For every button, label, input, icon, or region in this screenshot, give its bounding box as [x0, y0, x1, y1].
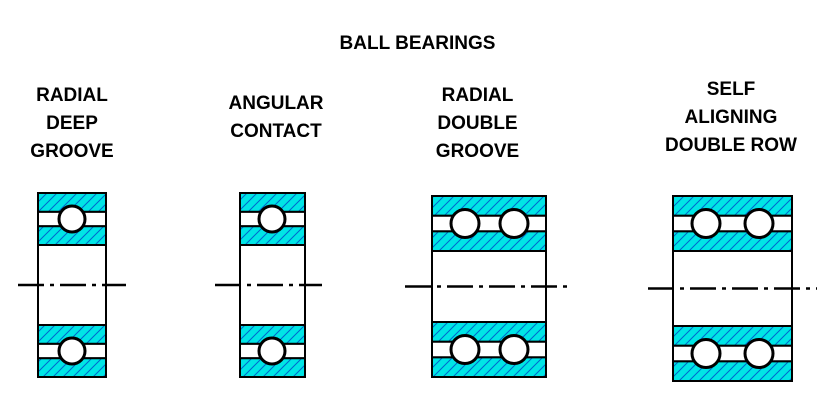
bearing-3-bottom-ring-ball-1: [449, 334, 481, 365]
bearing-3-bottom-ring-frame: [431, 321, 547, 378]
bearing-4-top-ring-race-lower-outline: [672, 230, 793, 252]
bearing-4-bottom-ring-ball-2: [743, 338, 775, 369]
bearing-2-top-ring-ball-1: [257, 204, 287, 234]
label-angular-contact: ANGULAR CONTACT: [228, 93, 324, 142]
label-self-aligning-double-row: SELF ALIGNING DOUBLE ROW: [665, 79, 797, 156]
label-radial-double-groove: RADIAL DOUBLE GROOVE: [435, 85, 520, 162]
bearing-2-top-ring-frame: [239, 192, 306, 246]
bearing-4-bottom-ring-frame: [672, 325, 793, 382]
bearing-1-top-ring-frame: [37, 192, 107, 246]
bearing-4-top-ring-frame: [672, 195, 793, 252]
bearing-4-top-ring-race-upper-outline: [672, 195, 793, 217]
bearing-3-bottom-ring-race-lower-outline: [431, 356, 547, 379]
bearing-3-top-ring-ball-1: [449, 208, 481, 239]
bearing-1-bottom-ring-ball-1: [57, 336, 87, 366]
diagram-title: BALL BEARINGS: [339, 33, 496, 54]
bearing-3-top-ring-race-lower-outline: [431, 230, 547, 252]
label-radial-deep-groove: RADIAL DEEP GROOVE: [30, 85, 114, 162]
bearing-4-top-ring-ball-2: [743, 208, 775, 239]
bearing-3-bottom-ring-race-upper-outline: [431, 321, 547, 343]
bearing-4-bottom-ring-ball-1: [690, 338, 722, 369]
bearing-3-top-ring-ball-2: [498, 208, 530, 239]
bearing-2-bottom-ring-ball-1: [257, 336, 287, 366]
bearing-4-bottom-ring-race-upper-outline: [672, 325, 793, 347]
bearing-3-top-ring-frame: [431, 195, 547, 252]
bearing-3-top-ring-race-upper-outline: [431, 195, 547, 217]
bearing-4-top-ring-ball-1: [690, 208, 722, 239]
bearing-1-bottom-ring-frame: [37, 324, 107, 378]
bearing-3-bottom-ring-ball-2: [498, 334, 530, 365]
bearing-1-top-ring-ball-1: [57, 204, 87, 234]
bearing-4-bottom-ring-race-lower-outline: [672, 360, 793, 383]
bearing-2-bottom-ring-frame: [239, 324, 306, 378]
